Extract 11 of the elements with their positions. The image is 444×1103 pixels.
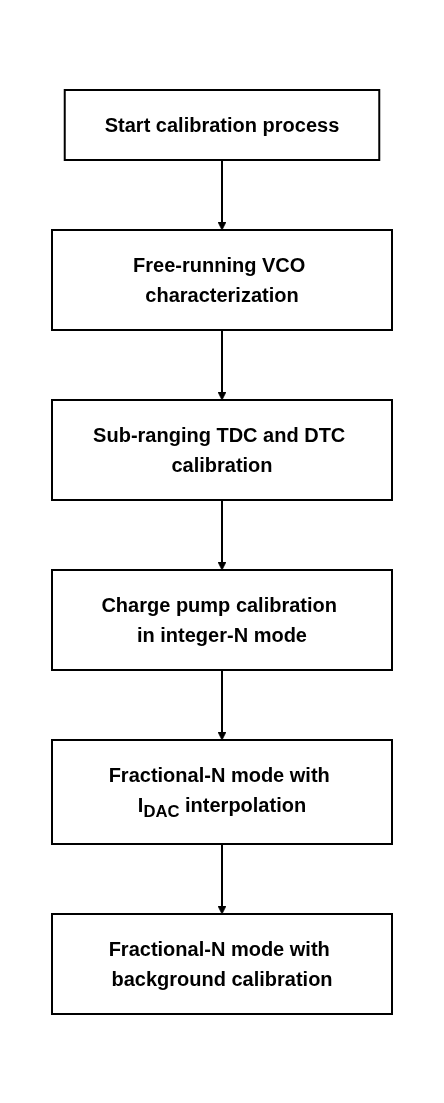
- arrow: [217, 328, 227, 400]
- arrow: [217, 498, 227, 570]
- node-box: Fractional-N mode with I$_{DAC}$ interpolation: [51, 738, 393, 845]
- node-box: Sub-ranging TDC and DTC calibration: [51, 398, 393, 501]
- arrow: [217, 668, 227, 740]
- arrow: [217, 842, 227, 914]
- node-box: Start calibration process: [63, 88, 381, 161]
- arrow: [217, 158, 227, 230]
- node-box: Fractional-N mode with background calibration: [51, 912, 393, 1015]
- node-box: Charge pump calibration in integer-N mode: [51, 568, 393, 671]
- node-box: Free-running VCO characterization: [51, 228, 393, 331]
